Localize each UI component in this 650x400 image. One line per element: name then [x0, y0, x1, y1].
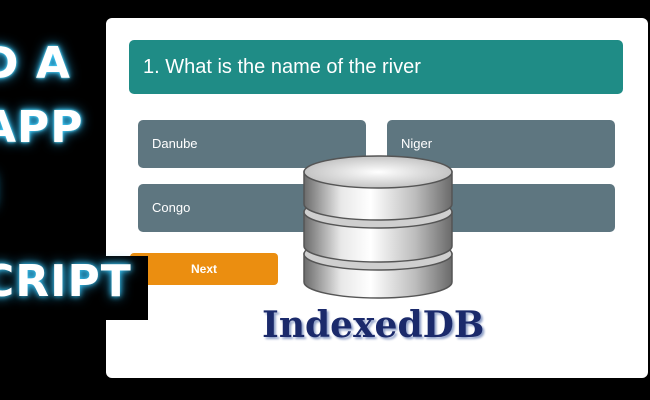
- title-line: APP: [0, 102, 84, 153]
- title-line: CRIPT: [0, 256, 132, 307]
- next-button[interactable]: Next: [130, 253, 278, 285]
- quiz-card: 1. What is the name of the river Danube …: [106, 18, 648, 378]
- title-line: D A: [0, 38, 71, 89]
- question-title: 1. What is the name of the river: [129, 40, 623, 94]
- answer-option-niger[interactable]: Niger: [387, 120, 615, 168]
- thumbnail-title: D A APP I: [0, 36, 142, 220]
- database-icon: [303, 155, 453, 299]
- title-backdrop: [104, 256, 148, 320]
- indexeddb-label: IndexedDB: [262, 304, 485, 346]
